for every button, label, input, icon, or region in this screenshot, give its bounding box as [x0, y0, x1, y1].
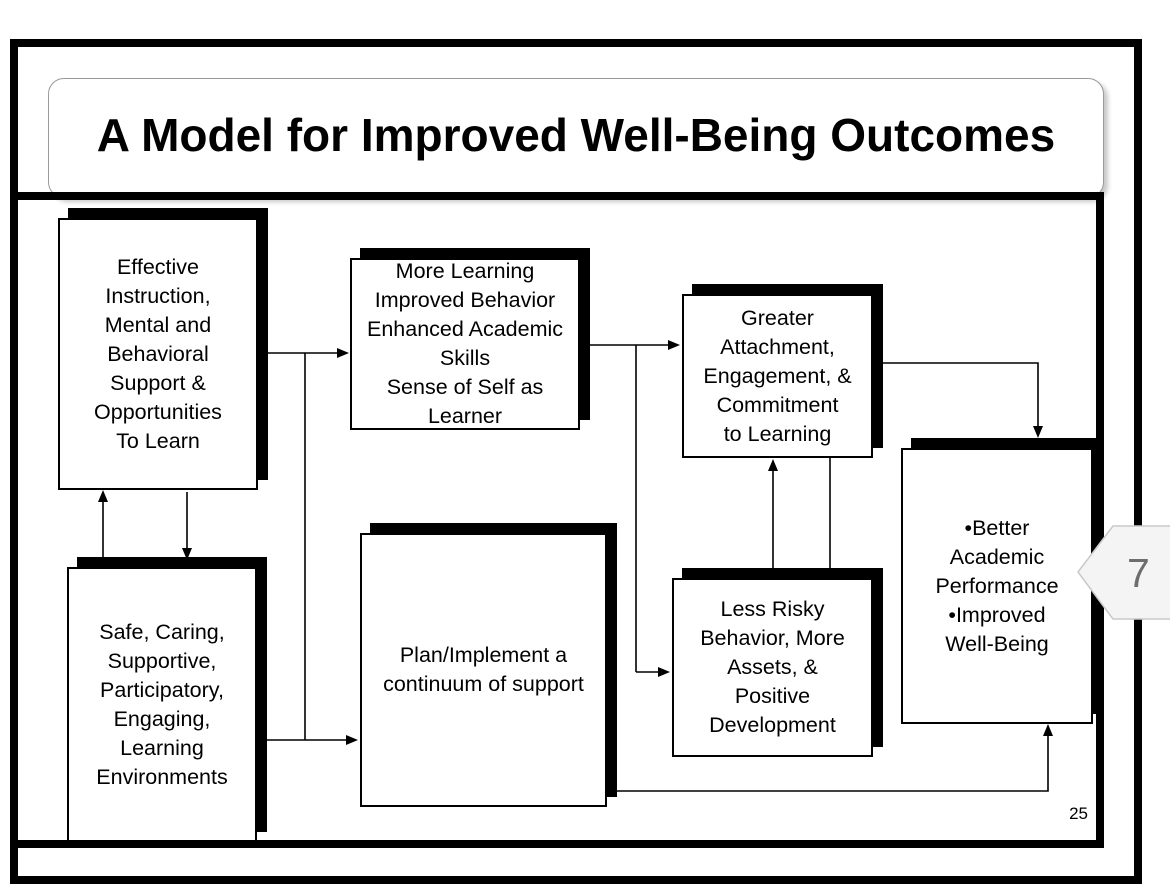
slide-title: A Model for Improved Well-Being Outcomes — [96, 109, 1056, 161]
arrow-less-risky-to-greater-up — [768, 459, 778, 578]
arrow-plan-to-outcomes — [617, 724, 1053, 792]
arrow-safe-to-plan — [265, 735, 358, 745]
box-safe-environments-text: Safe, Caring,Supportive,Participatory,En… — [96, 619, 228, 789]
arrow-more-learning-to-greater — [590, 340, 680, 350]
title-panel: A Model for Improved Well-Being Outcomes — [48, 78, 1104, 198]
arrow-greater-to-outcomes — [883, 362, 1043, 438]
arrow-greater-to-less-risky-down — [825, 458, 835, 580]
arrow-more-learning-to-less-risky — [635, 345, 670, 677]
arrow-effective-to-more-learning — [266, 348, 349, 358]
diagram-frame-border — [10, 192, 1104, 848]
page-number: 25 — [1069, 804, 1088, 823]
box-safe-environments: Safe, Caring,Supportive,Participatory,En… — [67, 567, 257, 842]
arrow-effective-to-safe-down — [182, 492, 192, 560]
arrow-safe-to-effective-up — [98, 490, 108, 558]
